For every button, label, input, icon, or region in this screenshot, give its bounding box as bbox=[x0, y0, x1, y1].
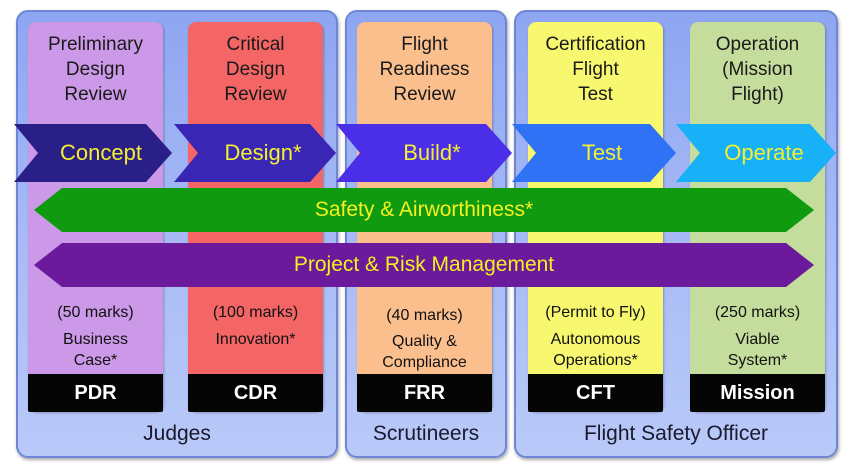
phase-label: Design* bbox=[224, 140, 302, 165]
column-code: FRR bbox=[357, 374, 492, 412]
column-title: Flight Readiness Review bbox=[379, 34, 470, 105]
phase-label: Test bbox=[581, 140, 623, 165]
column-title: Critical Design Review bbox=[224, 34, 287, 105]
column-description: Innovation* bbox=[215, 331, 296, 348]
column-marks: (100 marks) bbox=[212, 304, 299, 321]
column-title: Operation (Mission Flight) bbox=[715, 34, 800, 105]
column-description: Business Case* bbox=[63, 331, 128, 369]
group-label-scrutineers: Scrutineers bbox=[372, 422, 480, 445]
band-label: Project & Risk Management bbox=[293, 253, 555, 276]
column-description: Autonomous Operations* bbox=[550, 331, 641, 369]
column-marks: (40 marks) bbox=[386, 307, 463, 324]
band-project-risk-management: Project & Risk Management bbox=[34, 243, 814, 287]
phase-chevron-design: Design* bbox=[174, 124, 336, 182]
column-title: Certification Flight Test bbox=[545, 34, 646, 105]
group-label-flight-safety-officer: Flight Safety Officer bbox=[583, 422, 769, 445]
phase-label: Build* bbox=[403, 140, 461, 165]
column-code: PDR bbox=[28, 374, 163, 412]
column-description: Quality & Compliance bbox=[382, 333, 467, 371]
column-title: Preliminary Design Review bbox=[47, 34, 144, 105]
column-marks: (Permit to Fly) bbox=[545, 304, 646, 321]
phase-chevron-operate: Operate bbox=[676, 124, 836, 182]
column-code: CFT bbox=[528, 374, 663, 412]
phase-chevron-build: Build* bbox=[336, 124, 512, 182]
column-code: CDR bbox=[188, 374, 323, 412]
phase-label: Concept bbox=[60, 140, 142, 165]
column-marks: (50 marks) bbox=[57, 304, 134, 321]
column-marks: (250 marks) bbox=[714, 304, 801, 321]
column-description: Viable System* bbox=[727, 331, 788, 369]
group-label-judges: Judges bbox=[143, 422, 211, 445]
band-label: Safety & Airworthiness* bbox=[314, 198, 534, 221]
column-code: Mission bbox=[690, 374, 825, 412]
phase-label: Operate bbox=[724, 140, 804, 165]
band-safety-airworthiness: Safety & Airworthiness* bbox=[34, 188, 814, 232]
phase-chevron-test: Test bbox=[512, 124, 676, 182]
phase-chevron-concept: Concept bbox=[14, 124, 172, 182]
